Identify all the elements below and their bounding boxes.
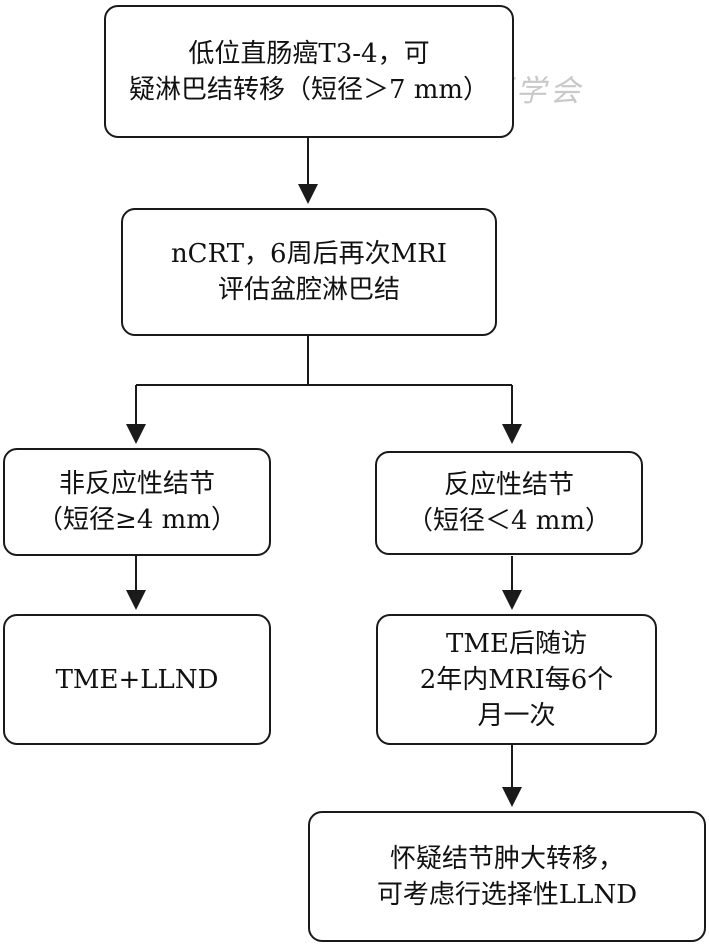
start-line-1: 低位直肠癌T3-4，可	[188, 38, 430, 69]
start-line-2: 疑淋巴结转移（短径＞7 mm）	[128, 74, 490, 105]
tme-llnd-box: TME+LLND	[3, 614, 271, 745]
nonresponsive-line-1: 非反应性结节	[58, 469, 215, 499]
ncrt-line-1: nCRT，6周后再次MRI	[170, 239, 448, 269]
suspect-line-2: 可考虑行选择性LLND	[376, 879, 638, 910]
ncrt-line-2: 评估盆腔淋巴结	[217, 275, 400, 305]
tme-llnd-label: TME+LLND	[55, 664, 219, 695]
nonresponsive-line-2: （短径≥4 mm）	[37, 505, 237, 535]
suspect-line-1: 怀疑结节肿大转移，	[389, 843, 624, 874]
followup-line-3: 月一次	[477, 700, 556, 731]
responsive-line-1: 反应性结节	[443, 470, 574, 500]
responsive-line-2: （短径＜4 mm）	[406, 506, 612, 536]
followup-line-2: 2年内MRI每6个	[419, 664, 614, 695]
nonresponsive-box: 非反应性结节 （短径≥4 mm）	[3, 448, 271, 556]
followup-box: TME后随访 2年内MRI每6个 月一次	[376, 614, 657, 745]
suspect-box: 怀疑结节肿大转移， 可考虑行选择性LLND	[308, 811, 706, 942]
followup-line-1: TME后随访	[446, 628, 587, 659]
ncrt-box: nCRT，6周后再次MRI 评估盆腔淋巴结	[121, 208, 497, 336]
start-box: 低位直肠癌T3-4，可 疑淋巴结转移（短径＞7 mm）	[104, 5, 514, 138]
responsive-box: 反应性结节 （短径＜4 mm）	[375, 451, 643, 555]
